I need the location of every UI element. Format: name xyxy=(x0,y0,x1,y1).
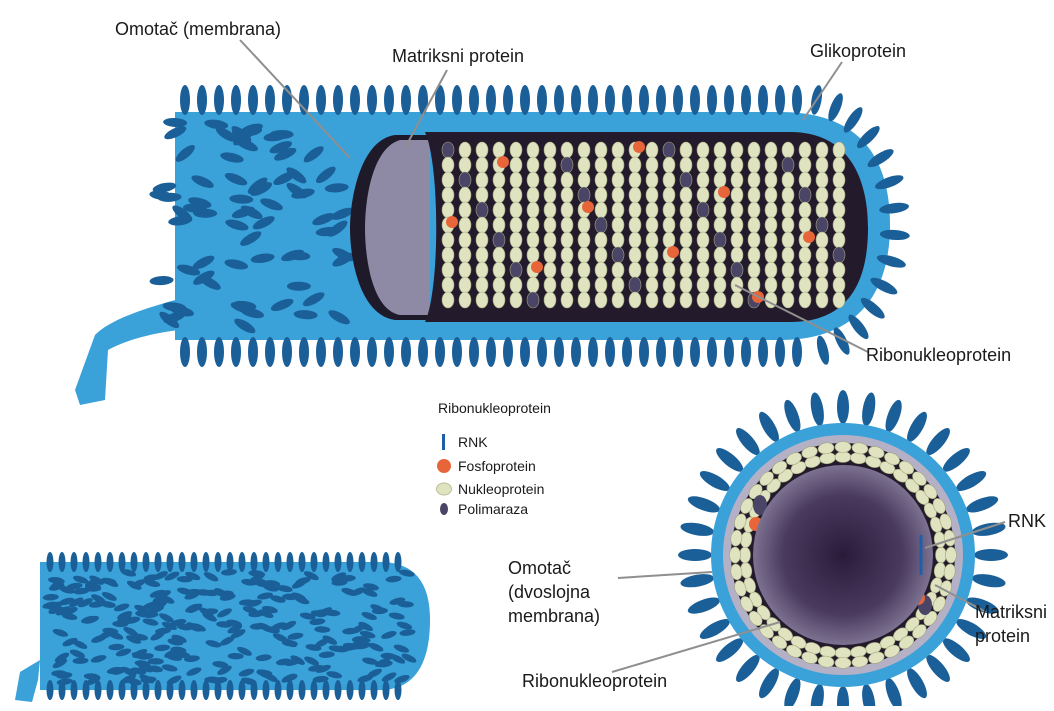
phosphoprotein-icon xyxy=(436,458,452,474)
legend-label: Polimaraza xyxy=(458,501,528,517)
legend-item: Fosfoprotein xyxy=(436,456,536,476)
rna-strand-icon xyxy=(436,434,452,450)
label-matrix-cross: Matriksni protein xyxy=(975,600,1050,648)
legend-label: RNK xyxy=(458,434,488,450)
label-ribonucleoprotein: Ribonukleoprotein xyxy=(866,344,1011,366)
polymerase-icon xyxy=(436,501,452,517)
label-glycoprotein: Glikoprotein xyxy=(810,40,906,62)
label-envelope-bilayer: Omotač (dvoslojna membrana) xyxy=(508,556,618,628)
legend-item: RNK xyxy=(436,432,488,452)
legend-label: Fosfoprotein xyxy=(458,458,536,474)
legend-item: Polimaraza xyxy=(436,499,528,519)
cross-section xyxy=(678,390,1008,706)
main-virion xyxy=(75,84,910,405)
label-matrix-protein: Matriksni protein xyxy=(392,45,524,67)
label-envelope: Omotač (membrana) xyxy=(115,18,281,40)
label-rna-cross: RNK xyxy=(1008,510,1046,532)
whole-virion-exterior xyxy=(15,552,430,702)
cross-section-core xyxy=(753,465,933,645)
label-ribonucleoprotein-cross: Ribonukleoprotein xyxy=(522,670,667,692)
legend-title: Ribonukleoprotein xyxy=(438,400,551,416)
legend-label: Nukleoprotein xyxy=(458,481,544,497)
nucleoprotein-icon xyxy=(436,481,452,497)
legend-item: Nukleoprotein xyxy=(436,479,544,499)
